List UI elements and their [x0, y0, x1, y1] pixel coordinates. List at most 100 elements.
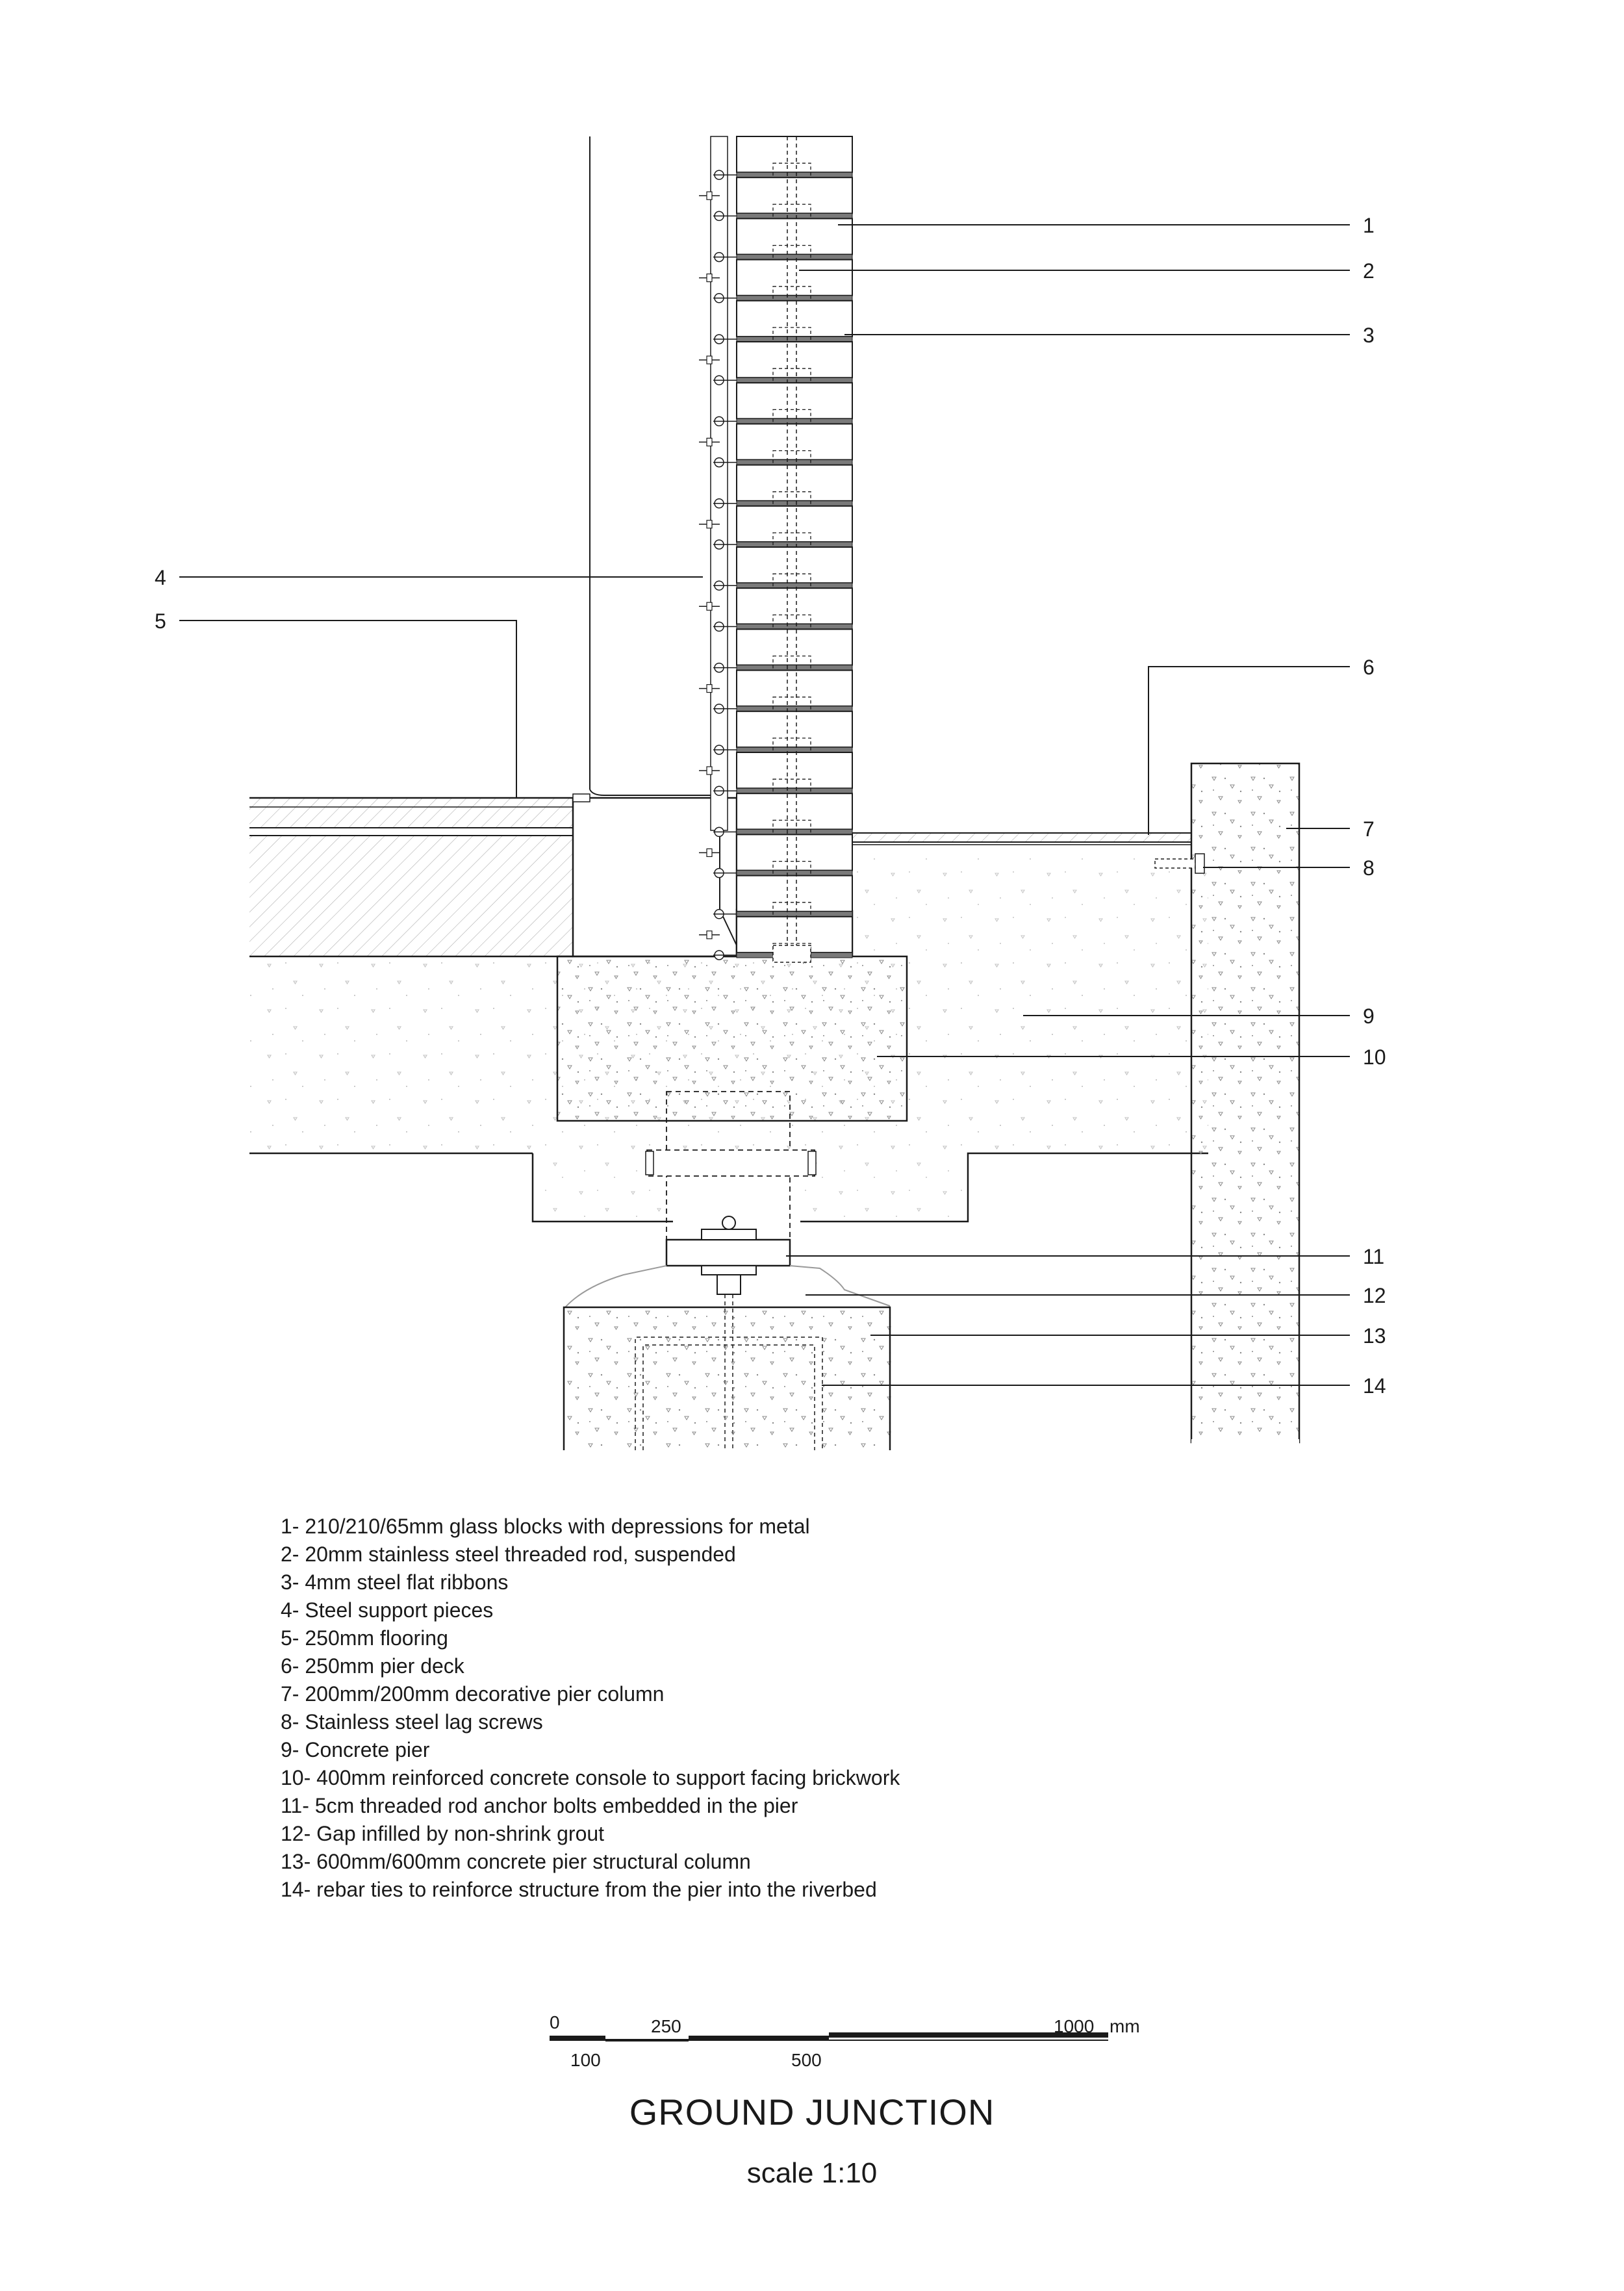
legend-item-1: 1- 210/210/65mm glass blocks with depres…	[281, 1515, 810, 1538]
grout-gap	[565, 1265, 891, 1308]
support-rail	[710, 136, 728, 831]
glass-block	[736, 834, 853, 871]
steel-ribbon	[736, 459, 853, 466]
rod-coupler	[772, 162, 811, 182]
legend-item-9: 9- Concrete pier	[281, 1738, 430, 1761]
steel-ribbon	[736, 336, 853, 342]
legend-item-13: 13- 600mm/600mm concrete pier structural…	[281, 1850, 751, 1873]
rod-coupler	[772, 573, 811, 593]
steel-ribbon	[736, 665, 853, 671]
glass-block	[736, 793, 853, 830]
steel-ribbon	[736, 870, 853, 877]
threaded-rod	[772, 136, 811, 963]
legend-item-14: 14- rebar ties to reinforce structure fr…	[281, 1878, 877, 1901]
glass-block	[736, 752, 853, 789]
callout-11: 11	[1363, 1245, 1384, 1268]
steel-ribbon	[736, 377, 853, 383]
callout-5: 5	[155, 609, 166, 633]
legend-item-2: 2- 20mm stainless steel threaded rod, su…	[281, 1542, 736, 1566]
rod-coupler	[772, 697, 811, 716]
steel-ribbon	[736, 212, 853, 219]
pier-deck	[852, 832, 1192, 845]
callout-10: 10	[1363, 1045, 1386, 1069]
bracket-tab	[706, 684, 713, 693]
bracket-tab	[706, 355, 713, 365]
legend-item-3: 3- 4mm steel flat ribbons	[281, 1570, 509, 1594]
legend-item-5: 5- 250mm flooring	[281, 1626, 448, 1650]
scale-label-0: 0	[550, 2012, 560, 2032]
callout-9: 9	[1363, 1005, 1375, 1028]
glass-block	[736, 546, 853, 584]
leader-lines	[179, 224, 1350, 1386]
bracket-tab	[706, 520, 713, 529]
rod-coupler	[772, 737, 811, 757]
glass-block	[736, 710, 853, 749]
drawing-scale: scale 1:10	[746, 2157, 878, 2189]
glass-block-wall	[736, 136, 853, 962]
glass-block	[736, 136, 853, 173]
steel-ribbon	[736, 787, 853, 794]
rod-coupler	[772, 819, 811, 839]
steel-ribbon	[736, 172, 853, 178]
steel-ribbon	[736, 828, 853, 835]
bracket-tab	[706, 766, 713, 775]
glass-block	[736, 300, 853, 337]
glass-block	[736, 218, 853, 255]
glass-block	[736, 669, 853, 707]
bracket-tab	[706, 274, 713, 283]
steel-ribbon	[736, 295, 853, 301]
glass-block	[736, 259, 853, 296]
rod-coupler	[772, 203, 811, 224]
steel-ribbon	[736, 747, 853, 753]
legend-item-8: 8- Stainless steel lag screws	[281, 1710, 543, 1734]
legend-item-4: 4- Steel support pieces	[281, 1598, 494, 1622]
glass-block	[736, 505, 853, 543]
legend-item-12: 12- Gap infilled by non-shrink grout	[281, 1822, 605, 1845]
legend-item-11: 11- 5cm threaded rod anchor bolts embedd…	[281, 1794, 798, 1817]
glass-block	[736, 423, 853, 461]
anchor-bolt-plate	[665, 1216, 791, 1449]
bracket-tab	[706, 930, 713, 940]
rod-coupler	[772, 902, 811, 921]
steel-ribbon	[736, 541, 853, 548]
callout-1: 1	[1363, 214, 1375, 237]
rod-coupler	[772, 244, 811, 264]
callout-2: 2	[1363, 259, 1375, 283]
steel-support-pieces	[699, 136, 737, 960]
steel-ribbon	[736, 706, 853, 712]
scale-label-100: 100	[570, 2050, 601, 2070]
rod-coupler	[772, 778, 811, 798]
steel-ribbon	[736, 623, 853, 630]
rod-coupler	[772, 409, 811, 429]
glass-block	[736, 628, 853, 666]
callout-14: 14	[1363, 1374, 1386, 1398]
glass-block	[736, 341, 853, 379]
legend-item-7: 7- 200mm/200mm decorative pier column	[281, 1682, 665, 1706]
glass-block	[736, 382, 853, 420]
rod-coupler	[772, 860, 811, 880]
legend-list: 1- 210/210/65mm glass blocks with depres…	[281, 1513, 900, 1904]
rod-coupler	[772, 532, 811, 552]
callout-6: 6	[1363, 656, 1375, 679]
rod-coupler	[772, 614, 811, 634]
bracket-tab	[706, 437, 713, 447]
scale-unit: mm	[1110, 2016, 1140, 2036]
rod-coupler	[772, 655, 811, 675]
rod-coupler	[772, 368, 811, 387]
rod-coupler	[772, 327, 811, 346]
callout-12: 12	[1363, 1284, 1386, 1307]
legend-item-6: 6- 250mm pier deck	[281, 1654, 464, 1678]
structural-pier-column	[563, 1306, 891, 1450]
callout-4: 4	[155, 566, 166, 589]
rebar-ties	[635, 1337, 823, 1450]
callout-3: 3	[1363, 324, 1375, 347]
scale-label-1000: 1000	[1054, 2016, 1094, 2036]
decorative-pier-column	[1190, 762, 1300, 1447]
flooring	[249, 797, 573, 958]
scale-bar: 0 250 1000 mm 100 500	[550, 2012, 1140, 2070]
lag-screw	[1154, 853, 1205, 874]
steel-ribbon	[736, 418, 853, 424]
sill-line	[589, 789, 720, 796]
scale-label-250: 250	[651, 2016, 681, 2036]
